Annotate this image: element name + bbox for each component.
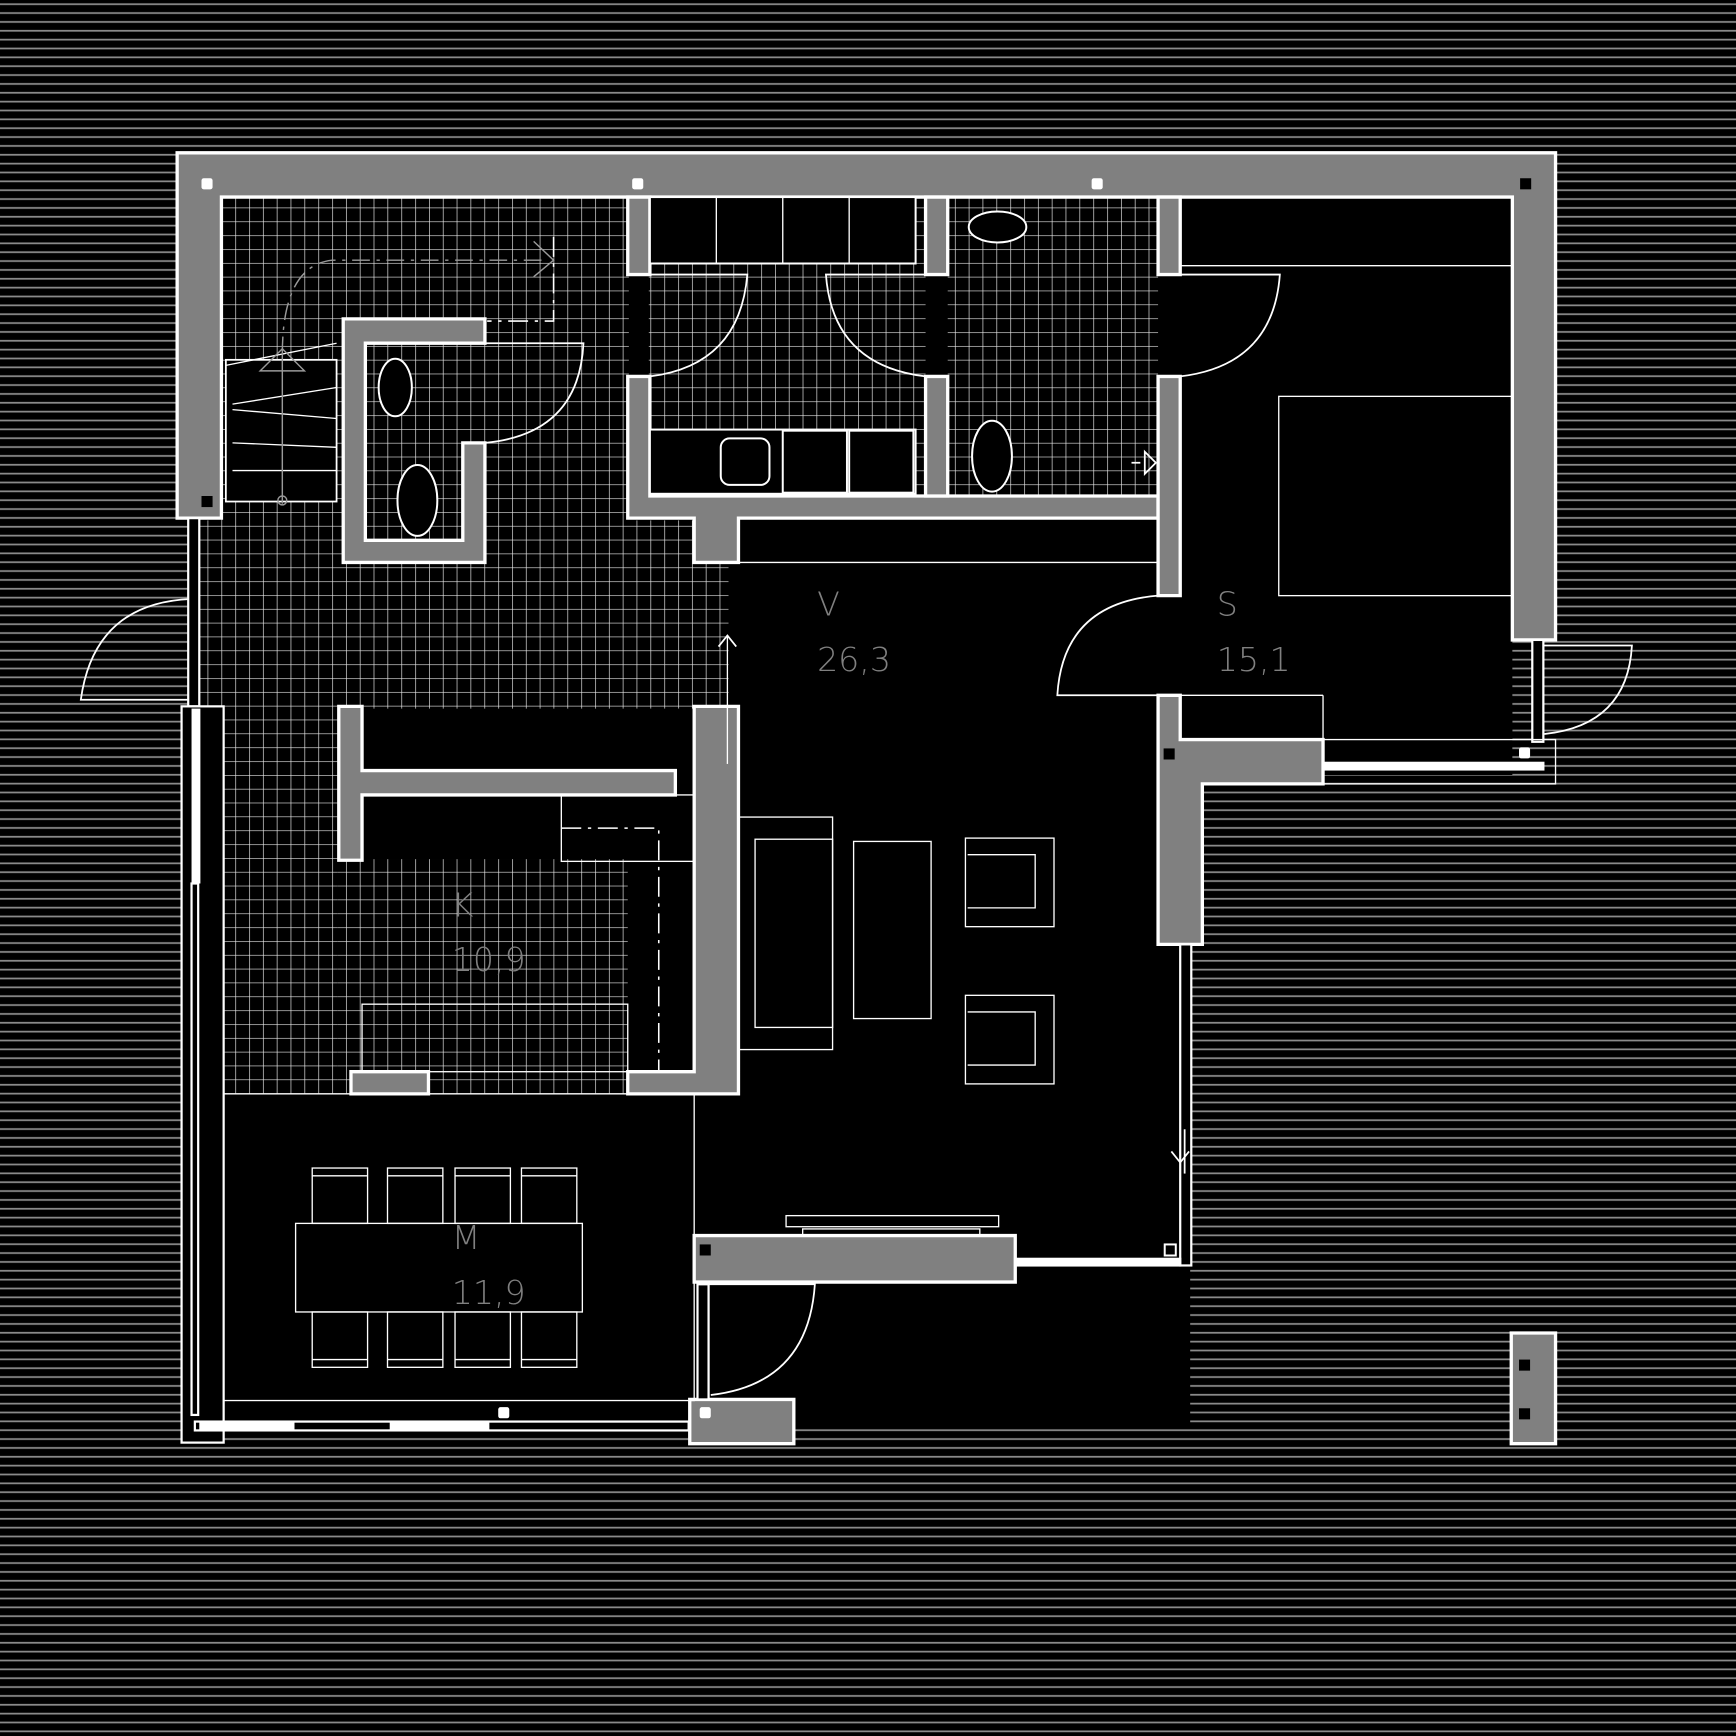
wall-south-pier xyxy=(688,1397,796,1446)
fixtures xyxy=(377,196,1158,537)
door-living-terrace xyxy=(708,1283,816,1396)
door-bedroom xyxy=(1056,594,1159,697)
wall-laundry-left-top xyxy=(626,195,652,277)
wall-wc xyxy=(341,317,487,565)
bath-toilet xyxy=(971,419,1013,493)
room-code-living: V xyxy=(817,585,840,624)
dining-furniture xyxy=(222,1093,695,1402)
room-code-bedroom: S xyxy=(1217,585,1238,624)
room-labels: V 26,3 S 15,1 K 10,9 M 11,9 xyxy=(452,585,1291,1313)
living-furniture xyxy=(717,561,1159,1237)
kitchen-furniture xyxy=(361,794,695,1073)
room-area-kitchen: 10,9 xyxy=(452,940,526,979)
doors xyxy=(79,273,1633,1396)
staircase xyxy=(224,236,555,506)
chairs-bottom xyxy=(311,1311,578,1368)
bedroom-furniture xyxy=(1180,265,1514,597)
windows xyxy=(180,517,1557,1444)
pillar xyxy=(1509,1331,1558,1446)
room-code-kitchen: K xyxy=(452,886,474,925)
armchair-1 xyxy=(964,837,1055,928)
tiled-kitchen xyxy=(337,859,628,1094)
wall-kitchen-stub xyxy=(349,1070,431,1096)
walls xyxy=(175,151,1558,1446)
room-code-dining: M xyxy=(452,1218,481,1257)
room-area-bedroom: 15,1 xyxy=(1217,640,1291,679)
armchair-2 xyxy=(964,994,1055,1085)
tiled-kitchen-strip xyxy=(221,708,338,1094)
bath-sink xyxy=(967,210,1028,244)
wall-bath-right-top xyxy=(1156,195,1182,277)
wall-laundry-mid-bot xyxy=(923,374,950,498)
door-wc xyxy=(484,342,585,444)
fireplace-hearth xyxy=(785,1214,1000,1228)
room-area-dining: 11,9 xyxy=(452,1273,526,1312)
wall-laundry-mid-top xyxy=(923,195,950,277)
door-bedroom-terrace xyxy=(1541,644,1633,735)
wall-fireplace xyxy=(692,1233,1017,1284)
bed xyxy=(1278,395,1514,597)
washer xyxy=(781,429,848,494)
chairs-top xyxy=(311,1167,578,1225)
dryer xyxy=(848,429,915,494)
wc-sink xyxy=(377,357,413,418)
wc-toilet xyxy=(396,464,439,537)
sink xyxy=(719,437,771,486)
door-laundry xyxy=(649,273,749,378)
room-area-living: 26,3 xyxy=(817,640,891,679)
wall-bath-right-bot xyxy=(1156,374,1182,598)
coffee-table xyxy=(852,840,932,1020)
door-entrance xyxy=(79,598,191,701)
door-bath xyxy=(824,273,926,378)
door-bedroom-closet xyxy=(1180,273,1281,378)
